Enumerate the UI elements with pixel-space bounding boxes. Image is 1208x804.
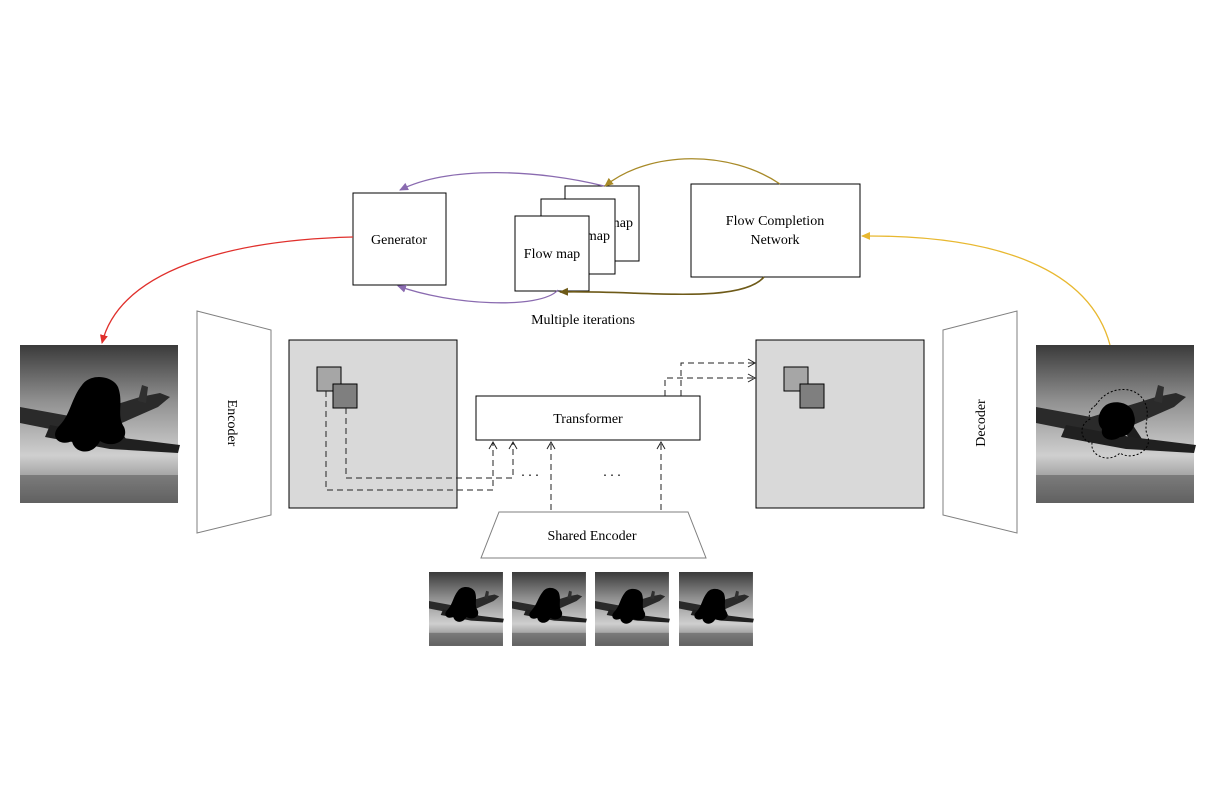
transformer-to-output-1 <box>664 373 757 396</box>
mask-blob <box>55 376 126 452</box>
transformer-label: Transformer <box>553 412 623 427</box>
input-masked-image <box>20 345 180 503</box>
generator-label: Generator <box>371 233 427 248</box>
flow-map-stack: map map Flow map <box>514 185 640 292</box>
token-light-left <box>316 366 342 392</box>
encoded-feature-panel <box>288 339 458 509</box>
token-dark-left <box>332 383 358 409</box>
flow-map-front <box>514 215 590 292</box>
darkolive-arrow-fcn-to-flowmap-bottom <box>559 276 765 296</box>
token-light-right <box>783 366 809 392</box>
token-path-1 <box>325 391 498 491</box>
output-completed-image <box>1036 345 1196 503</box>
shared-encoder-shape <box>480 511 707 559</box>
flow-map-front-label: Flow map <box>524 247 580 262</box>
encoder-shape <box>196 310 272 534</box>
ellipsis-right: . . . <box>603 465 621 480</box>
encoder-label: Encoder <box>224 400 239 447</box>
reference-frame-4 <box>679 572 754 646</box>
shared-encoder-label: Shared Encoder <box>547 529 636 544</box>
transformer-box <box>475 395 701 441</box>
generator-box <box>352 192 447 286</box>
residual-mask-blob <box>1098 402 1135 440</box>
flow-completion-label-line2: Network <box>751 233 800 248</box>
flow-completion-label-line1: Flow Completion <box>726 214 824 229</box>
ellipsis-left: . . . <box>521 465 539 480</box>
token-path-2 <box>345 408 518 479</box>
token-dark-right <box>799 383 825 409</box>
multiple-iterations-caption: Multiple iterations <box>531 313 635 328</box>
reference-frame-3 <box>595 572 670 646</box>
purple-arrow-flowmap-to-generator <box>399 172 605 191</box>
dotted-region-outline <box>1081 389 1149 459</box>
olive-arrow-fcn-to-flowmap <box>604 158 781 187</box>
flow-completion-network-box <box>690 183 861 278</box>
flow-map-mid-label: map <box>586 229 610 244</box>
decoded-feature-panel <box>755 339 925 509</box>
decoder-label: Decoder <box>974 399 989 447</box>
reference-frame-1 <box>429 572 504 646</box>
transformer-to-output-2 <box>680 358 757 396</box>
decoder-shape <box>942 310 1018 534</box>
purple-arrow-flowmap-to-generator-bottom <box>397 284 559 304</box>
yellow-arrow-output-to-fcn <box>861 231 1111 346</box>
red-arrow-generator-to-input <box>100 236 354 344</box>
reference-frame-2 <box>512 572 587 646</box>
